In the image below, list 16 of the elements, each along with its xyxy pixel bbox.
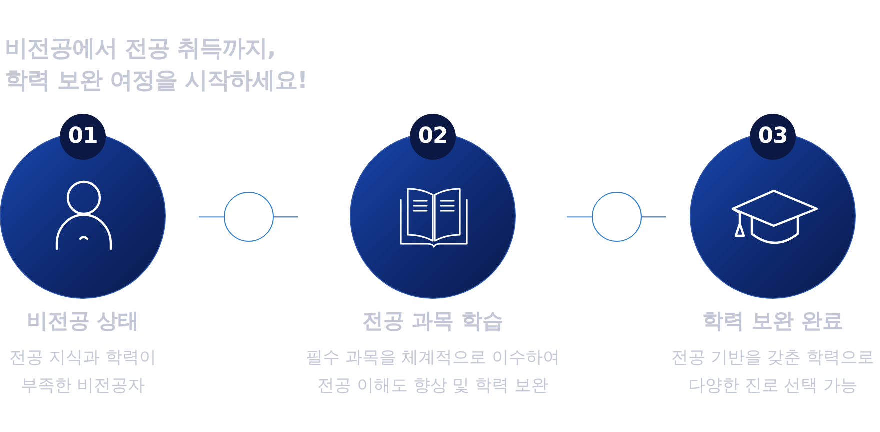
step-description: 전공 기반을 갖춘 학력으로 다양한 진로 선택 가능: [670, 347, 876, 398]
step-number-badge: 01: [60, 114, 106, 160]
connector-line: [274, 216, 298, 218]
step-title: 전공 과목 학습: [362, 308, 504, 335]
connector-line: [567, 216, 592, 218]
connector-line: [199, 216, 224, 218]
step-title: 학력 보완 완료: [702, 308, 844, 335]
step-description: 필수 과목을 체계적으로 이수하여 전공 이해도 향상 및 학력 보완: [304, 347, 562, 398]
step-title: 비전공 상태: [26, 308, 140, 335]
step-number-badge: 03: [750, 114, 796, 160]
page-title: 비전공에서 전공 취득까지, 학력 보완 여정을 시작하세요!: [5, 35, 309, 96]
connector-circle: [592, 192, 642, 242]
step-description: 전공 지식과 학력이 부족한 비전공자: [8, 347, 158, 398]
step-number-badge: 02: [410, 114, 456, 160]
connector-circle: [224, 192, 274, 242]
connector-line: [642, 216, 666, 218]
